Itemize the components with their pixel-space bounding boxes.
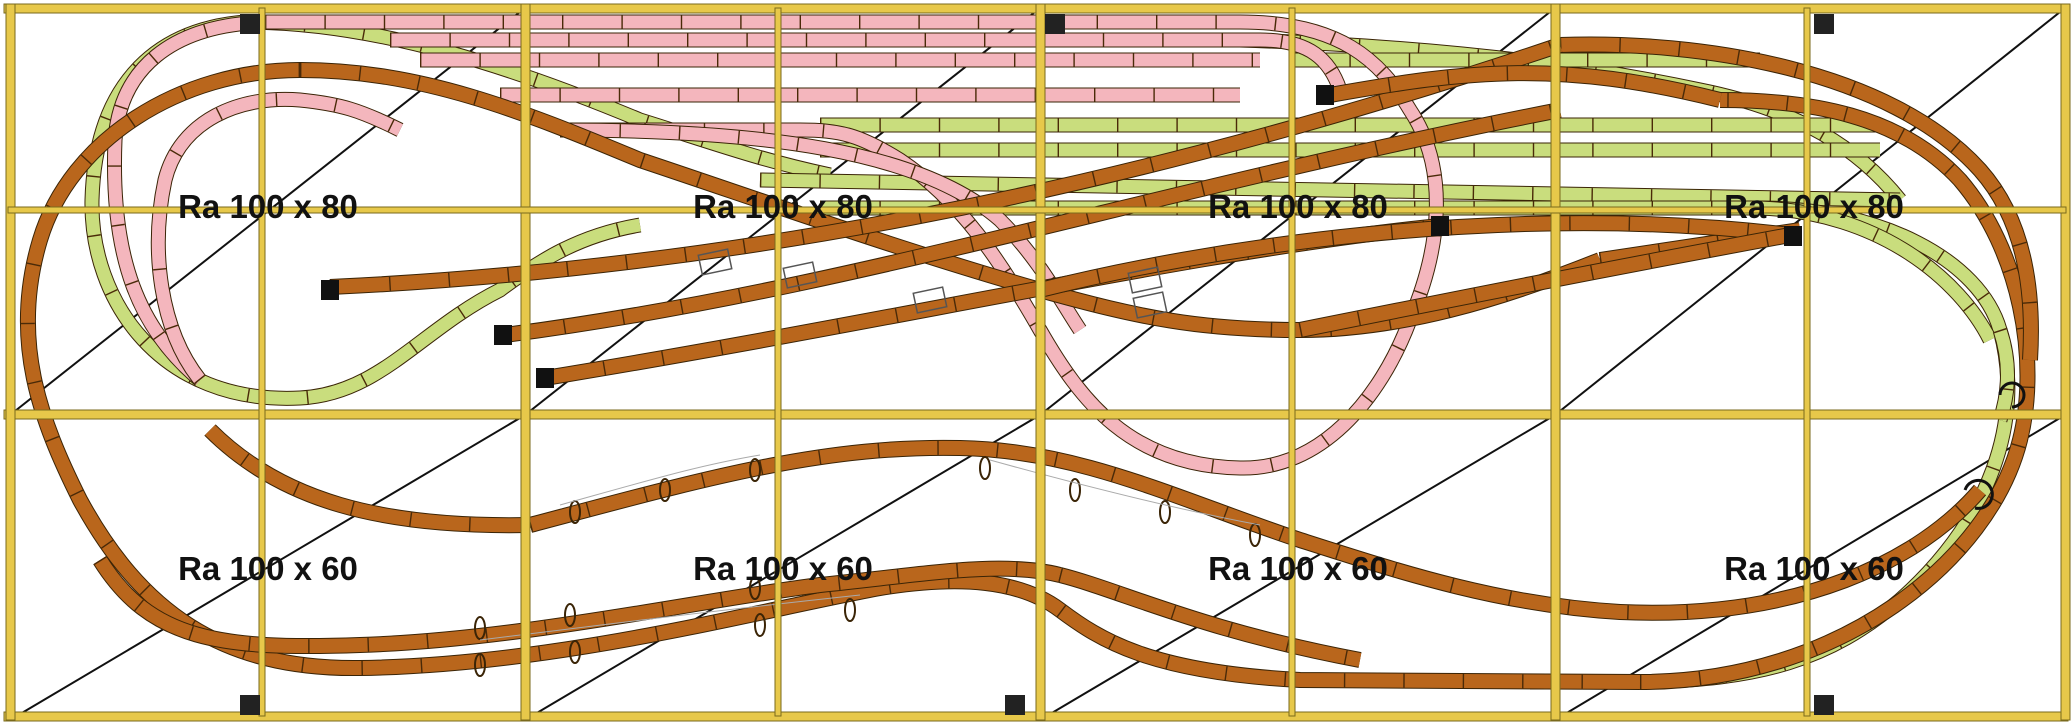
uncoupler-13 — [754, 613, 766, 637]
green-track-2 — [244, 14, 832, 183]
frame-col-3 — [1035, 3, 1046, 721]
uncoupler-12 — [569, 640, 581, 664]
turnout-box-3 — [912, 286, 948, 314]
uncoupler-11 — [474, 653, 486, 677]
brown-track-4 — [204, 424, 531, 534]
uncoupler-14 — [844, 598, 856, 622]
brown-track-14 — [1038, 215, 1791, 298]
brown-track-15 — [1298, 227, 1792, 338]
module-label-top-1: Ra 100 x 80 — [178, 188, 358, 225]
uncoupler-9 — [564, 603, 576, 627]
hook-icon-1 — [1998, 381, 2026, 409]
frame-col-5 — [2060, 3, 2071, 721]
frame-col-2 — [520, 3, 531, 721]
turnout-box-4 — [1127, 266, 1163, 294]
module-label-bottom-2: Ra 100 x 60 — [693, 550, 873, 587]
turnout-box-2 — [782, 261, 818, 289]
brown-track-13 — [1328, 65, 1722, 108]
uncoupler-6 — [1159, 500, 1171, 524]
frame-clamp-5 — [1005, 695, 1025, 715]
frame-rib-mid-top — [7, 206, 2067, 214]
uncoupler-2 — [659, 478, 671, 502]
frame-rib-2 — [774, 7, 782, 717]
module-labels: Ra 100 x 80 Ra 100 x 80 Ra 100 x 80 Ra 1… — [178, 188, 1904, 587]
module-label-bottom-4: Ra 100 x 60 — [1724, 550, 1904, 587]
frame-rib-4 — [1803, 7, 1811, 717]
module-label-bottom-3: Ra 100 x 60 — [1208, 550, 1388, 587]
buffer-stop-6 — [1784, 226, 1802, 246]
brown-track-1 — [19, 62, 1641, 690]
pink-track-3 — [390, 32, 1348, 93]
frame-clamp-1 — [240, 14, 260, 34]
frame-clamp-6 — [1814, 695, 1834, 715]
module-label-top-3: Ra 100 x 80 — [1208, 188, 1388, 225]
frame-clamp-4 — [240, 695, 260, 715]
buffer-stop-5 — [1431, 216, 1449, 236]
uncoupler-10 — [749, 576, 761, 600]
uncoupler-8 — [474, 616, 486, 640]
buffer-stop-4 — [1316, 85, 1334, 105]
module-label-top-2: Ra 100 x 80 — [693, 188, 873, 225]
brown-track-11 — [503, 102, 1562, 343]
frame-col-4 — [1550, 3, 1561, 721]
module-frame — [3, 3, 2071, 722]
brown-track-5 — [527, 439, 1987, 621]
guide-line-1 — [559, 454, 761, 506]
turnout-box-1 — [697, 248, 733, 276]
brown-track-6 — [93, 555, 1062, 655]
module-label-bottom-1: Ra 100 x 60 — [178, 550, 358, 587]
frame-clamp-3 — [1814, 14, 1834, 34]
brown-track-7 — [1058, 567, 1362, 668]
buffer-stop-3 — [536, 368, 554, 388]
uncoupler-4 — [979, 456, 991, 480]
uncoupler-3 — [749, 458, 761, 482]
hook-icon-2 — [1963, 478, 1994, 510]
frame-col-1 — [5, 3, 16, 721]
frame-clamp-2 — [1045, 14, 1065, 34]
guide-line-2 — [989, 459, 1261, 526]
brown-track-10 — [329, 37, 1563, 295]
brown-track-layer — [19, 36, 2039, 690]
buffer-stop-1 — [321, 280, 339, 300]
brown-track-9 — [1559, 36, 2039, 361]
frame-rib-1 — [258, 7, 266, 717]
uncoupler-5 — [1069, 478, 1081, 502]
turnout-box-5 — [1132, 291, 1168, 319]
track-details — [321, 85, 2026, 677]
green-track-10 — [1992, 327, 2015, 423]
pink-track-6 — [150, 91, 404, 385]
buffer-stop-2 — [494, 325, 512, 345]
module-label-top-4: Ra 100 x 80 — [1724, 188, 1904, 225]
frame-rib-3 — [1288, 7, 1296, 717]
